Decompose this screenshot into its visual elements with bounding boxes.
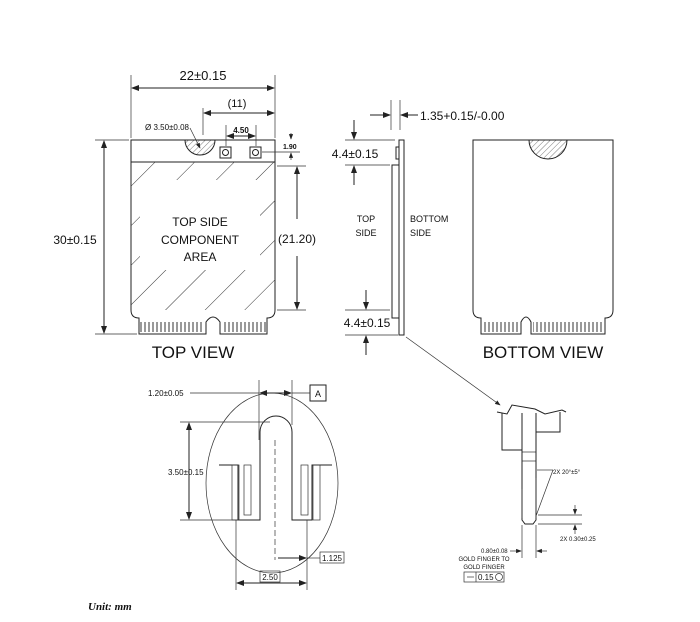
notch-detail: 1.20±0.05 A 3.50±0.15 1.125 2.50 xyxy=(148,380,345,590)
connector-spacing-dim: 4.50 xyxy=(233,126,249,135)
bottom-side-label-2: SIDE xyxy=(410,228,431,238)
datum-a: A xyxy=(315,389,321,399)
modifier-symbol-icon xyxy=(495,573,503,581)
top-side-label-2: SIDE xyxy=(355,228,376,238)
area-label-2: COMPONENT xyxy=(161,233,240,247)
top-keepout-dim: 4.4±0.15 xyxy=(332,147,379,161)
finger-note-1: GOLD FINGER TO xyxy=(458,557,509,563)
connector-offset-dim: 1.90 xyxy=(283,144,297,151)
bottom-view-title: BOTTOM VIEW xyxy=(483,343,604,362)
hole-dim: Ø 3.50±0.08 xyxy=(145,123,190,132)
area-label-3: AREA xyxy=(184,250,217,264)
side-view: 1.35+0.15/-0.00 4.4±0.15 4.4±0.15 TOP SI… xyxy=(332,100,505,406)
antenna-connector xyxy=(249,146,262,159)
antenna-connector xyxy=(219,146,232,159)
component-height-dim: (21.20) xyxy=(278,232,316,246)
top-view-title: TOP VIEW xyxy=(152,343,235,362)
area-label-1: TOP SIDE xyxy=(172,215,228,229)
half-width-dim: (11) xyxy=(228,98,247,110)
pitch-dim: 2.50 xyxy=(262,573,278,582)
center-offset-dim: 1.125 xyxy=(322,554,343,563)
bottom-view: BOTTOM VIEW xyxy=(472,139,614,362)
unit-label: Unit: mm xyxy=(88,601,132,613)
finger-width-dim: 0.80±0.08 xyxy=(481,549,508,555)
finger-note-2: GOLD FINGER xyxy=(463,565,505,571)
top-side-label-1: TOP xyxy=(357,214,375,224)
bottom-side-label-1: BOTTOM xyxy=(410,214,448,224)
height-dim: 30±0.15 xyxy=(53,233,97,247)
finger-detail: 2X 20°±5° 2X 0.30±0.25 0.80±0.08 GOLD FI… xyxy=(458,404,596,583)
chamfer-length-dim: 2X 0.30±0.25 xyxy=(560,537,596,543)
bottom-keepout-dim: 4.4±0.15 xyxy=(344,316,391,330)
tolerance-value: 0.15 xyxy=(478,573,494,582)
chamfer-angle-dim: 2X 20°±5° xyxy=(553,470,581,476)
notch-depth-dim: 3.50±0.15 xyxy=(168,468,204,477)
top-view: 22±0.15 (11) Ø 3.50±0.08 4.50 1.90 30±0.… xyxy=(53,68,316,362)
thickness-dim: 1.35+0.15/-0.00 xyxy=(420,109,505,123)
notch-width-dim: 1.20±0.05 xyxy=(148,389,184,398)
width-dim: 22±0.15 xyxy=(180,68,227,83)
